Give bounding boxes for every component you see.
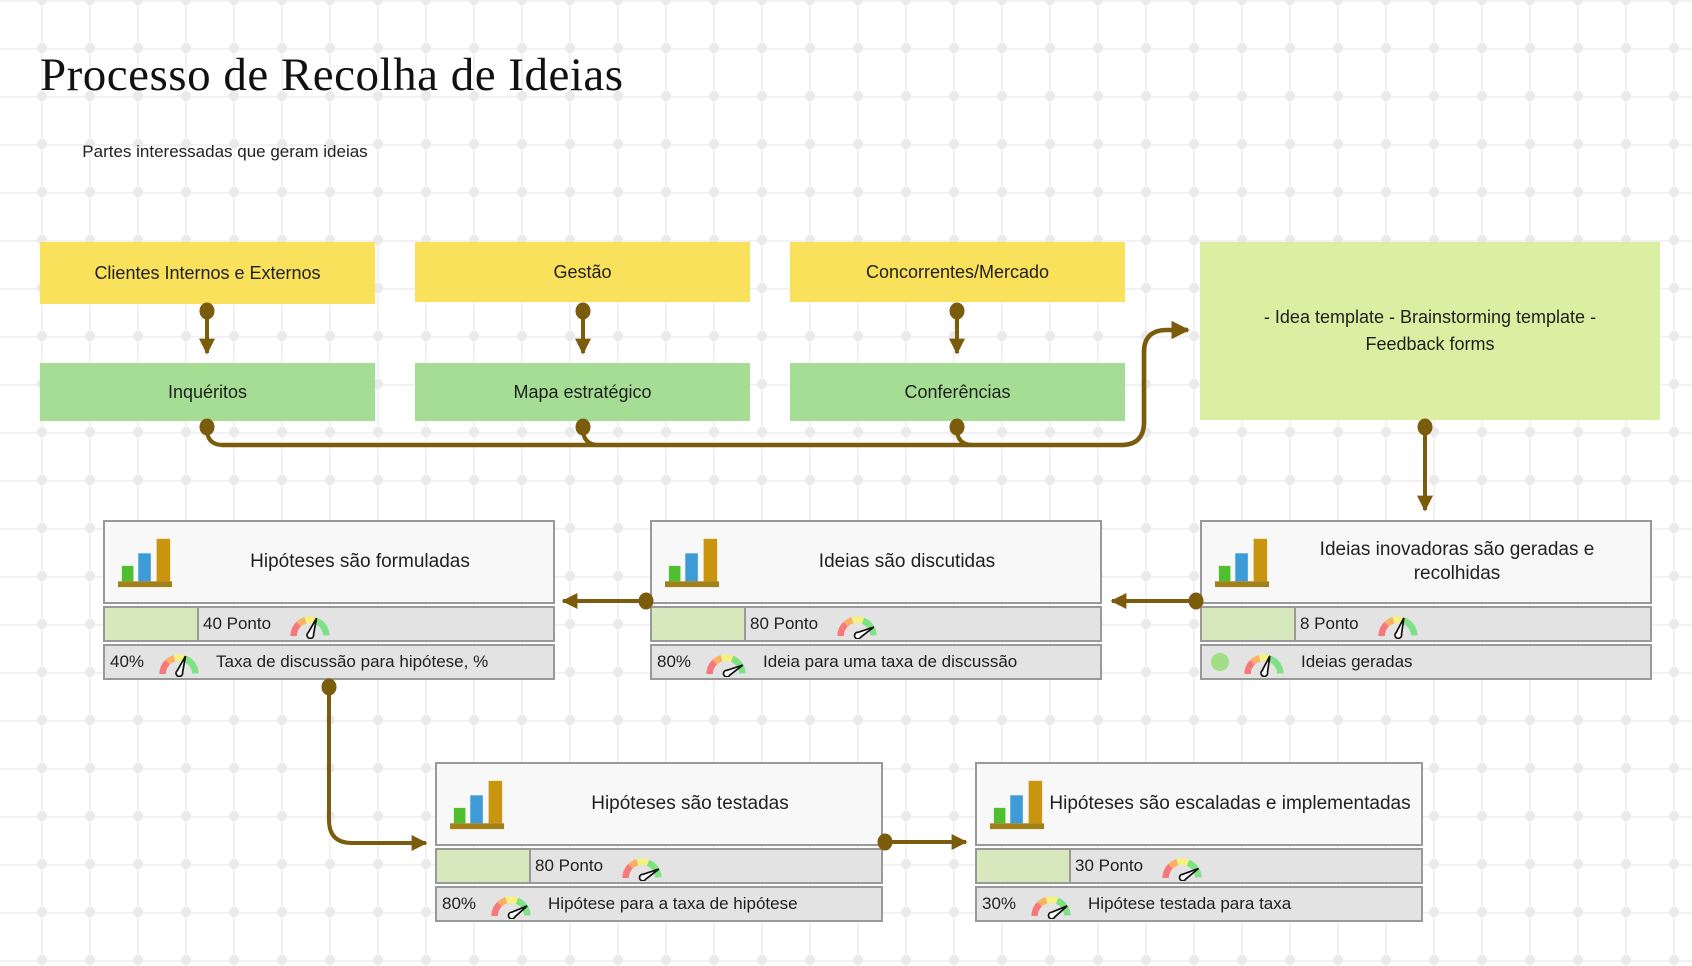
node-gestao-label: Gestão	[553, 261, 612, 282]
connector-endpoint-dot[interactable]	[1188, 592, 1204, 610]
bar-chart-icon	[450, 780, 505, 830]
connector-endpoint-dot[interactable]	[199, 418, 215, 436]
gauge-icon	[290, 616, 330, 639]
connector-endpoint-dot[interactable]	[638, 592, 654, 610]
connector-endpoint-dot[interactable]	[949, 302, 965, 320]
kpi-ideias-geradas[interactable]: Ideias inovadoras são geradas e recolhid…	[1200, 520, 1652, 680]
progress-cell	[1202, 608, 1296, 640]
connector-endpoint-dot[interactable]	[877, 833, 893, 851]
kpi-header: Ideias são discutidas	[650, 520, 1102, 604]
gauge-icon	[1031, 896, 1071, 919]
connector-endpoint-dot[interactable]	[575, 302, 591, 320]
points-value: 40 Ponto	[203, 614, 272, 633]
gauge-icon	[1377, 616, 1418, 639]
percent-value: 40%	[110, 652, 145, 671]
bar-chart-icon	[990, 780, 1045, 830]
kpi-hipoteses-escaladas[interactable]: Hipóteses são escaladas e implementadas …	[975, 762, 1423, 922]
kpi-points-row: 30 Ponto	[975, 848, 1423, 884]
kpi-metric-row: 40% Taxa de discussão para hipótese, %	[103, 644, 555, 680]
kpi-title: Hipóteses são escaladas e implementadas	[1049, 793, 1411, 815]
points-value: 8 Ponto	[1300, 614, 1359, 633]
progress-cell	[652, 608, 746, 640]
progress-cell	[105, 608, 199, 640]
kpi-points-row: 40 Ponto	[103, 606, 555, 642]
connector-channels-templates[interactable]	[221, 320, 1190, 448]
points-value: 30 Ponto	[1075, 856, 1144, 875]
kpi-points-row: 80 Ponto	[435, 848, 883, 884]
kpi-title: Ideias inovadoras são geradas e recolhid…	[1319, 539, 1595, 584]
node-mapa-estrategico-label: Mapa estratégico	[513, 381, 652, 402]
node-conferencias-label: Conferências	[904, 381, 1011, 402]
connector-endpoint-dot[interactable]	[949, 418, 965, 436]
kpi-hipoteses-testadas[interactable]: Hipóteses são testadas 80 Ponto 80% Hipó…	[435, 762, 883, 922]
kpi-header: Hipóteses são escaladas e implementadas	[975, 762, 1423, 846]
node-concorrentes-label: Concorrentes/Mercado	[865, 261, 1050, 282]
metric-label: Hipótese para a taxa de hipótese	[548, 894, 798, 913]
connector-formuladas-testadas[interactable]	[327, 690, 428, 851]
points-value: 80 Ponto	[750, 614, 819, 633]
kpi-points-row: 80 Ponto	[650, 606, 1102, 642]
percent-value: 30%	[982, 894, 1017, 913]
node-conferencias[interactable]: Conferências	[790, 363, 1125, 421]
kpi-ideias-discutidas[interactable]: Ideias são discutidas 80 Ponto 80% Ideia…	[650, 520, 1102, 680]
percent-value: 80%	[442, 894, 477, 913]
progress-cell	[977, 850, 1071, 882]
gauge-icon	[1244, 654, 1284, 677]
kpi-title: Hipóteses são formuladas	[250, 551, 470, 573]
metric-label: Hipótese testada para taxa	[1088, 894, 1292, 913]
connector-endpoint-dot[interactable]	[575, 418, 591, 436]
bar-chart-icon	[665, 538, 720, 588]
connector-endpoint-dot[interactable]	[1417, 418, 1433, 436]
connector-endpoint-dot[interactable]	[321, 678, 337, 696]
status-dot-icon	[1211, 653, 1229, 671]
metric-label: Ideias geradas	[1301, 652, 1413, 671]
gauge-icon	[622, 858, 662, 881]
kpi-hipoteses-formuladas[interactable]: Hipóteses são formuladas 40 Ponto 40% Ta…	[103, 520, 555, 680]
metric-label: Ideia para uma taxa de discussão	[763, 652, 1018, 671]
gauge-icon	[491, 896, 531, 919]
gauge-icon	[1162, 858, 1202, 881]
kpi-metric-row: 80% Hipótese para a taxa de hipótese	[435, 886, 883, 922]
node-inqueritos-label: Inquéritos	[167, 381, 248, 402]
gauge-icon	[837, 616, 877, 639]
kpi-title: Ideias são discutidas	[818, 551, 996, 573]
gauge-icon	[159, 654, 199, 677]
stakeholders-caption: Partes interessadas que geram ideias	[82, 142, 368, 161]
node-gestao[interactable]: Gestão	[415, 242, 750, 302]
kpi-header: Ideias inovadoras são geradas e recolhid…	[1200, 520, 1652, 604]
kpi-header: Hipóteses são testadas	[435, 762, 883, 846]
kpi-points-row: 8 Ponto	[1200, 606, 1652, 642]
node-clientes-label: Clientes Internos e Externos	[94, 262, 321, 283]
node-templates-note[interactable]: - Idea template - Brainstorming template…	[1200, 242, 1660, 420]
bar-chart-icon	[1215, 538, 1270, 588]
kpi-title: Hipóteses são testadas	[591, 793, 789, 815]
metric-label: Taxa de discussão para hipótese, %	[216, 652, 489, 671]
kpi-metric-row: 80% Ideia para uma taxa de discussão	[650, 644, 1102, 680]
node-inqueritos[interactable]: Inquéritos	[40, 363, 375, 421]
node-concorrentes[interactable]: Concorrentes/Mercado	[790, 242, 1125, 302]
kpi-metric-row: 30% Hipótese testada para taxa	[975, 886, 1423, 922]
kpi-metric-row: Ideias geradas	[1200, 644, 1652, 680]
node-clientes[interactable]: Clientes Internos e Externos	[40, 242, 375, 304]
progress-cell	[437, 850, 531, 882]
points-value: 80 Ponto	[535, 856, 604, 875]
connector-endpoint-dot[interactable]	[199, 302, 215, 320]
page-title: Processo de Recolha de Ideias	[40, 49, 624, 101]
gauge-icon	[706, 654, 746, 677]
percent-value: 80%	[657, 652, 692, 671]
bar-chart-icon	[118, 538, 173, 588]
node-mapa-estrategico[interactable]: Mapa estratégico	[415, 363, 750, 421]
templates-note-label: - Idea template - Brainstorming template…	[1263, 307, 1597, 354]
kpi-header: Hipóteses são formuladas	[103, 520, 555, 604]
